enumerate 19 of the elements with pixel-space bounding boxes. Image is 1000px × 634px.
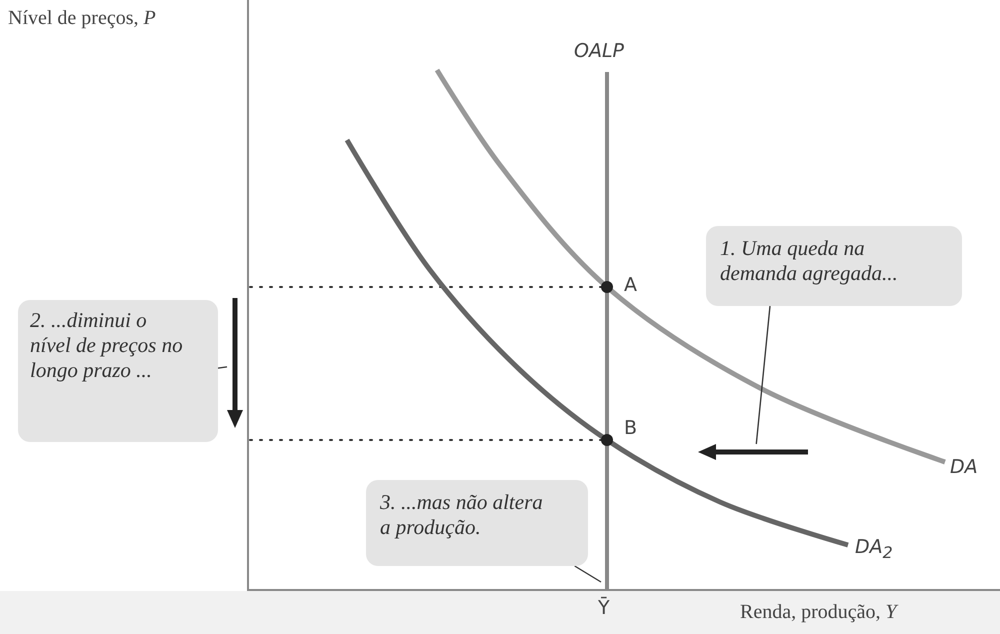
point-label: A [624, 276, 637, 295]
shift-arrow [698, 444, 808, 460]
callout-text: 1. Uma queda na demanda agregada... [720, 236, 899, 286]
point-label: B [624, 419, 638, 438]
leader-line [574, 565, 602, 583]
leader-line [756, 306, 771, 444]
callout-box [366, 480, 588, 566]
axis-title: Nível de preços, P [8, 8, 156, 28]
curve-label: OALP [574, 42, 624, 61]
shift-arrow [227, 298, 243, 428]
axis-value-label: Ȳ [598, 599, 610, 618]
curve-label: DA$_{2}$ [855, 538, 893, 561]
callout-text: 3. ...mas não altera a produção. [380, 490, 544, 540]
axis-title: Renda, produção, Y [740, 602, 897, 622]
callout-box [18, 300, 218, 442]
curve-label: DA [950, 458, 978, 477]
callout-box [706, 226, 962, 306]
leader-line [218, 366, 228, 369]
callout-text: 2. ...diminui o nível de preços no longo prazo ... [30, 308, 184, 383]
